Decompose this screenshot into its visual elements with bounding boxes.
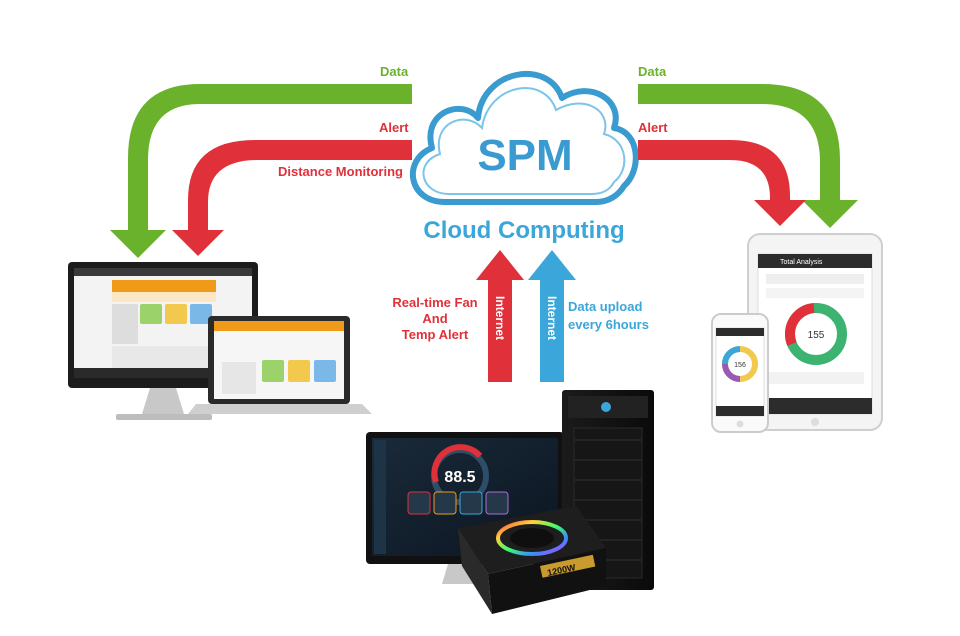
tablet-gauge-value: 155	[808, 330, 825, 341]
left-alert-arrow	[172, 140, 412, 256]
right-alert-arrow	[638, 140, 806, 226]
right-data-arrow	[638, 84, 858, 228]
left-alert-label: Alert	[379, 120, 409, 135]
distance-monitoring-label: Distance Monitoring	[278, 164, 403, 179]
data-upload-caption: Data upload every 6hours	[568, 298, 649, 334]
internet-red-text: Internet	[493, 296, 507, 340]
cloud-title: SPM	[477, 131, 572, 180]
cloud-inner-outline	[422, 87, 626, 195]
left-data-arrow	[110, 84, 412, 258]
left-data-label: Data	[380, 64, 409, 79]
data-upload-line-1: Data upload	[568, 299, 643, 314]
right-alert-label: Alert	[638, 120, 668, 135]
laptop	[188, 316, 372, 414]
tablet-title: Total Analysis	[780, 259, 823, 266]
fan-temp-alert-line-2: And	[422, 311, 448, 326]
fan-temp-alert-caption: Real-time Fan And Temp Alert	[392, 295, 478, 343]
right-data-label: Data	[638, 64, 667, 79]
internet-blue-text: Internet	[545, 296, 559, 340]
fan-temp-alert-line-3: Temp Alert	[401, 327, 469, 342]
center-monitor-reading: 88.5	[444, 469, 475, 486]
phone: 156	[711, 313, 769, 433]
internet-red-arrow: Internet	[476, 250, 524, 382]
spm-cloud: SPM Cloud Computing	[409, 71, 639, 244]
cloud-shape	[409, 71, 639, 205]
tablet: Total Analysis 155	[747, 233, 883, 431]
cloud-subtitle: Cloud Computing	[423, 217, 624, 244]
phone-gauge-value: 156	[734, 362, 746, 369]
power-supply: 1200W	[458, 506, 606, 614]
data-upload-line-2: every 6hours	[568, 317, 649, 332]
internet-blue-arrow: Internet	[528, 250, 576, 382]
fan-temp-alert-line-1: Real-time Fan	[392, 295, 478, 310]
